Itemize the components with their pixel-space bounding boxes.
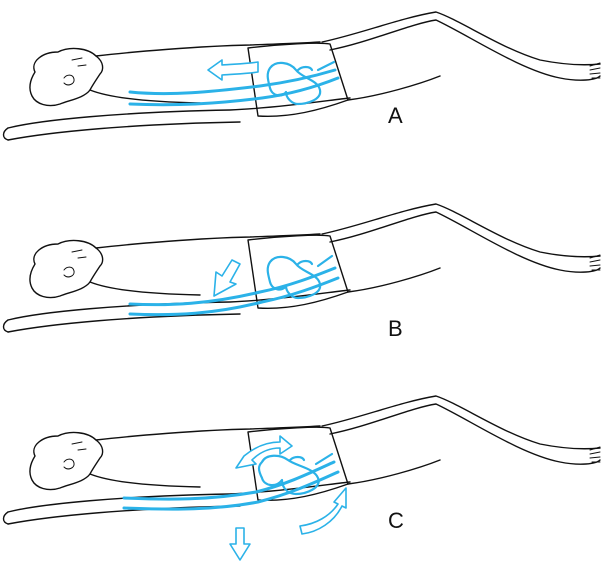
supine-figure-b	[0, 192, 606, 372]
arrow-curved-around-upper-pelvis	[236, 436, 292, 468]
panel-label-a: A	[388, 105, 403, 127]
panel-a: A	[0, 0, 606, 180]
arrow-down-into-lumbar	[214, 260, 240, 296]
arrow-curved-around-lower-pelvis	[300, 488, 346, 534]
supine-figure-a	[0, 0, 606, 180]
panel-label-b: B	[388, 318, 403, 340]
panel-c: C	[0, 384, 606, 564]
panel-b: B	[0, 192, 606, 372]
arrow-left-over-lumbar	[208, 60, 258, 80]
arrow-down-below-pelvis	[230, 528, 250, 560]
supine-figure-c	[0, 384, 606, 564]
panel-label-c: C	[388, 510, 404, 532]
